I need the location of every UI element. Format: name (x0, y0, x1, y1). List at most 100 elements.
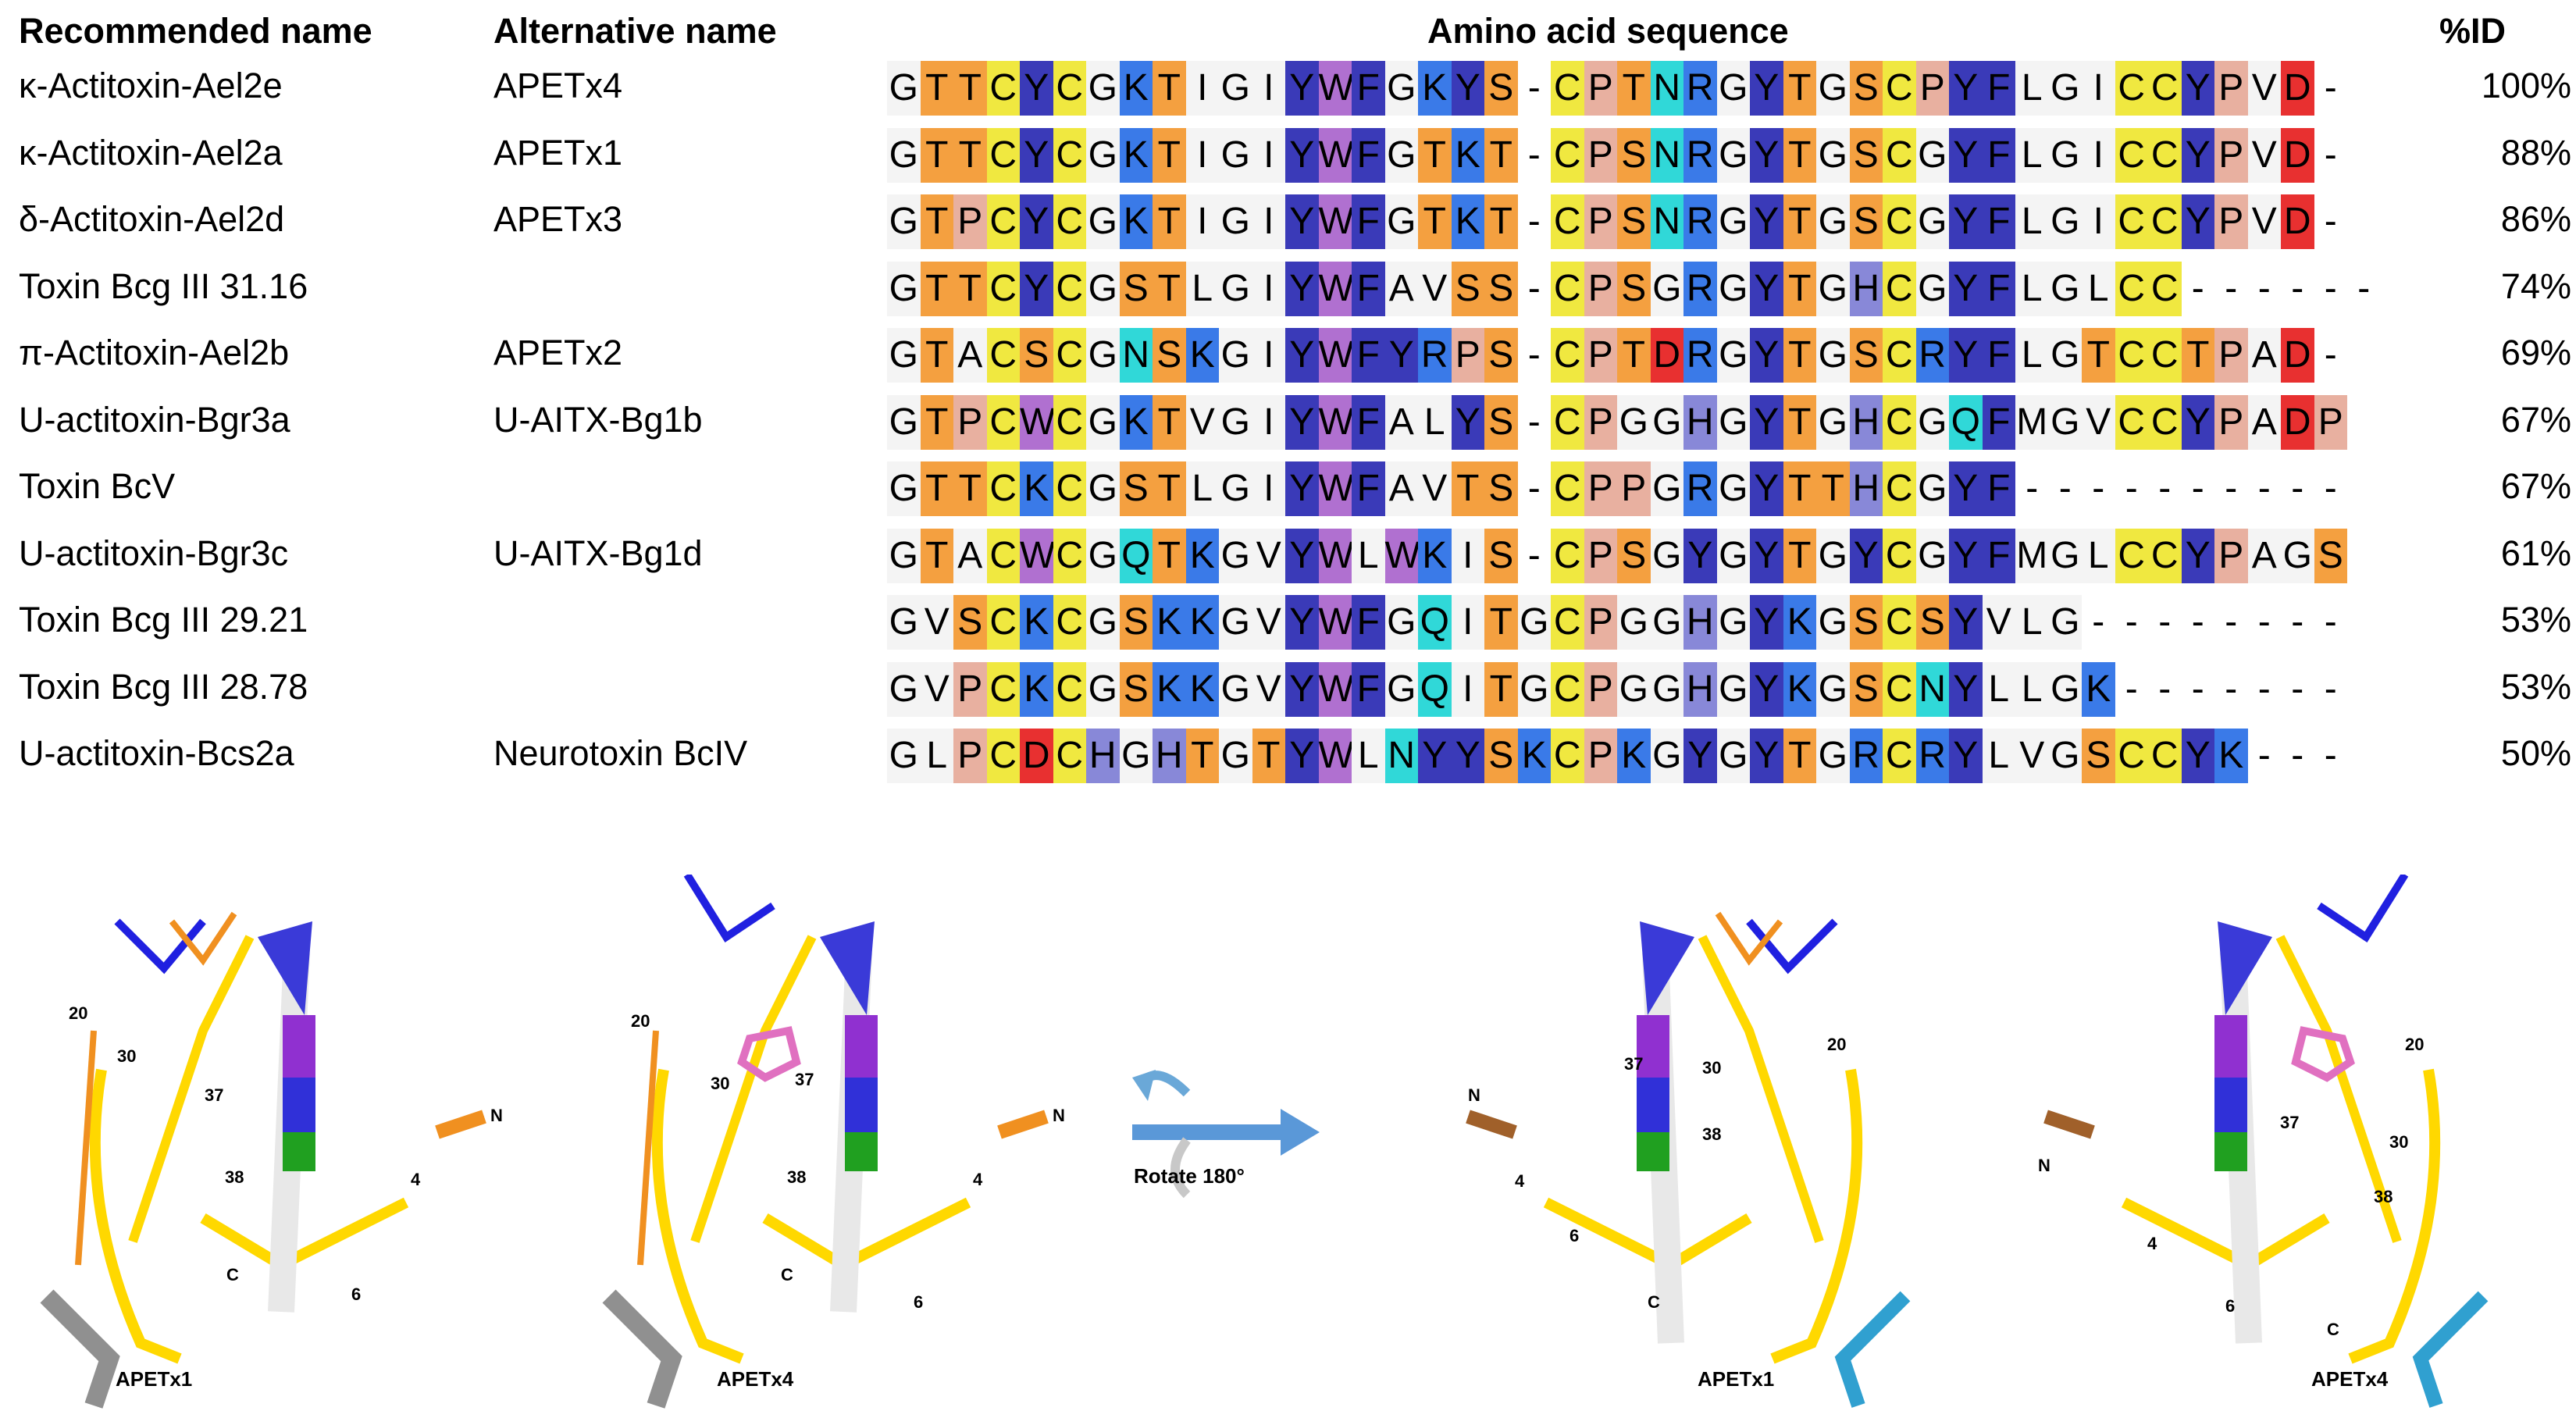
residue: C (1053, 661, 1086, 717)
residue: P (1584, 261, 1617, 316)
residue: L (2015, 595, 2049, 650)
residue: Y (1949, 61, 1983, 116)
recommended-name: κ-Actitoxin-Ael2e (19, 66, 283, 105)
recommended-name: U-actitoxin-Bgr3c (19, 533, 289, 573)
residue: Y (1949, 194, 1983, 249)
residue: L (1185, 261, 1219, 316)
residue: C (2148, 328, 2182, 383)
residue: G (887, 729, 921, 783)
recommended-name: Toxin Bcg III 28.78 (19, 666, 308, 707)
residue: K (1617, 729, 1651, 783)
residue: I (2082, 194, 2115, 249)
residue: P (2214, 194, 2248, 249)
residue: C (1883, 328, 1916, 383)
svg-text:N: N (490, 1106, 503, 1125)
residue: N (1384, 729, 1418, 783)
residue: F (1352, 661, 1385, 717)
recommended-name: U-actitoxin-Bcs2a (19, 733, 294, 773)
residue: V (1252, 661, 1285, 717)
residue: G (1219, 661, 1252, 717)
residue: C (2148, 61, 2182, 116)
header-sequence: Amino acid sequence (1427, 11, 1789, 51)
svg-text:6: 6 (351, 1284, 361, 1304)
residue: G (2048, 61, 2082, 116)
residue: S (953, 595, 987, 650)
residue: V (2082, 394, 2115, 450)
svg-text:4: 4 (973, 1170, 983, 1189)
residue: S (1849, 127, 1883, 183)
residue: I (1185, 127, 1219, 183)
residue: S (2082, 729, 2115, 783)
residue: G (887, 261, 921, 316)
svg-text:N: N (1468, 1085, 1480, 1105)
residue: S (1484, 61, 1518, 116)
residue: C (2115, 194, 2148, 249)
residue: S (1617, 127, 1651, 183)
residue: C (1053, 127, 1086, 183)
residue: C (1053, 394, 1086, 450)
residue: G (1219, 261, 1252, 316)
residue: H (1086, 729, 1120, 783)
residue: T (1252, 729, 1285, 783)
residue: S (1153, 328, 1186, 383)
recommended-name: Toxin Bcg III 31.16 (19, 265, 308, 306)
residue: T (1617, 328, 1651, 383)
residue: F (1352, 194, 1385, 249)
residue: C (986, 328, 1020, 383)
residue: K (1020, 461, 1053, 516)
residue: Q (1119, 528, 1153, 583)
residue: G (887, 127, 921, 183)
residue: C (1883, 61, 1916, 116)
residue: W (1318, 595, 1354, 650)
residue: G (887, 528, 921, 583)
residue: G (1716, 194, 1750, 249)
residue: V (1418, 461, 1452, 516)
residue: L (2082, 261, 2115, 316)
residue: Y (2181, 394, 2214, 450)
residue: G (1617, 394, 1651, 450)
residue: S (1849, 194, 1883, 249)
svg-text:30: 30 (711, 1074, 729, 1093)
residue: C (2115, 328, 2148, 383)
residue: M (2015, 528, 2049, 583)
residue: W (1020, 394, 1055, 450)
residue: G (2048, 661, 2082, 717)
residue: C (2115, 729, 2148, 783)
residue: G (1716, 61, 1750, 116)
residue: L (1982, 729, 2015, 783)
residue: G (1650, 528, 1683, 583)
recommended-name: δ-Actitoxin-Ael2d (19, 199, 285, 239)
residue: F (1982, 394, 2015, 450)
residue: - (2281, 461, 2314, 516)
residue: R (1683, 127, 1717, 183)
residue: I (1252, 261, 1285, 316)
residue: G (1816, 528, 1850, 583)
residue: R (1683, 328, 1717, 383)
residue: G (2048, 729, 2082, 783)
residue: K (1451, 194, 1484, 249)
residue: C (1551, 661, 1584, 717)
residue: P (2214, 394, 2248, 450)
residue: G (1816, 394, 1850, 450)
svg-text:20: 20 (69, 1003, 87, 1023)
residue: T (953, 261, 987, 316)
residue: C (1551, 194, 1584, 249)
residue: G (1086, 261, 1120, 316)
residue: Y (1285, 595, 1319, 650)
residue: R (1915, 328, 1949, 383)
residue: Y (1285, 528, 1319, 583)
residue: W (1318, 394, 1354, 450)
residue: C (1883, 194, 1916, 249)
residue: C (1883, 394, 1916, 450)
residue: M (2015, 394, 2049, 450)
svg-text:N: N (2038, 1156, 2050, 1175)
percent-identity: 50% (2500, 733, 2571, 773)
residue: Y (1949, 328, 1983, 383)
residue: T (1484, 595, 1518, 650)
residue: H (1849, 261, 1883, 316)
svg-text:C: C (226, 1265, 239, 1284)
residue: - (2214, 661, 2248, 717)
residue: K (1119, 194, 1153, 249)
residue: - (1517, 528, 1551, 583)
